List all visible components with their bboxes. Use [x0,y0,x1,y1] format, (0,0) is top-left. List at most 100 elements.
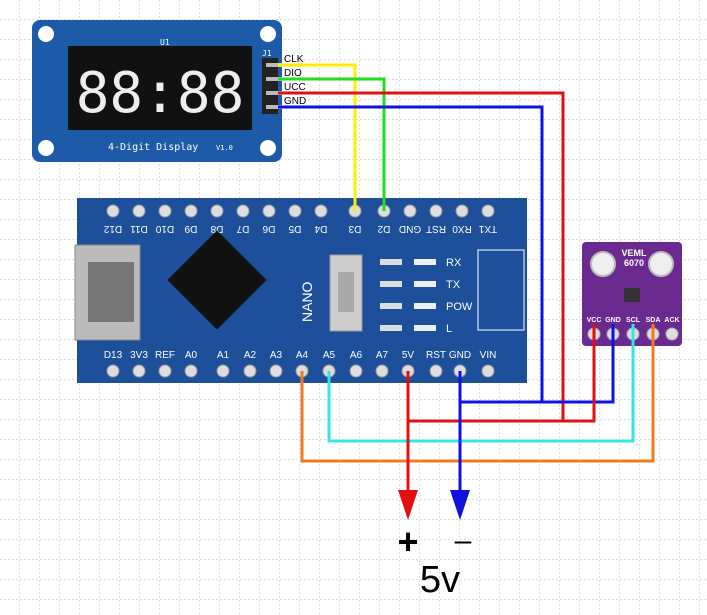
nano-top-pin-label: D6 [262,223,275,234]
display-window [68,46,252,130]
led-label: RX [446,257,462,269]
display-digits: 88:88 [76,61,245,126]
wire-display-vcc [278,91,565,421]
display-pin [266,91,282,95]
nano-bottom-pin-label: 3V3 [130,350,148,361]
display-pin-label: UCC [284,82,306,93]
sensor-model: 6070 [624,258,644,268]
nano-top-pin [184,204,198,218]
led-label: POW [446,301,473,313]
nano-bottom-pin [132,364,146,378]
nano-top-pin-label: D9 [184,223,197,234]
led-label: TX [446,279,461,291]
sensor-pin-label: VCC [587,317,602,324]
display-pin [266,63,282,67]
display-connector-label: J1 [262,49,272,58]
wire-sda [300,324,655,463]
nano-top-pin-label: D11 [130,223,148,234]
nano-bottom-pin [158,364,172,378]
wire-dio [278,77,386,211]
nano-bottom-pin-label: 5V [402,350,415,361]
microcontroller-chip [167,230,267,330]
led-rx [414,259,436,265]
display-pin-label: DIO [284,68,302,79]
nano-top-pin-label: D10 [155,223,174,234]
nano-bottom-pin-label: VIN [480,350,497,361]
nano-bottom-pin-label: A4 [296,350,309,361]
nano-top-pin [210,204,224,218]
nano-bottom-pin-label: D13 [104,350,123,361]
sensor-pin [665,327,679,341]
nano-bottom-pin [269,364,283,378]
arrow-minus-icon [450,490,470,520]
nano-bottom-pin [429,364,443,378]
nano-top-pin [288,204,302,218]
nano-top-pin [262,204,276,218]
nano-bottom-pin-label: GND [449,350,471,361]
led-pow [414,303,436,309]
nano-bottom-pin-label: A7 [376,350,389,361]
wires [278,63,655,492]
wire-clk [278,63,357,211]
led-l [414,325,436,331]
nano-bottom-pin [184,364,198,378]
display-ref: U1 [160,38,170,47]
nano-bottom-pin [375,364,389,378]
nano-top-pin [106,204,120,218]
nano-bottom-pin-label: REF [155,350,175,361]
plus-label: + [397,521,418,562]
nano-bottom-pin-label: A6 [350,350,363,361]
nano-top-pin [455,204,469,218]
resistor [380,303,402,309]
display-pin [266,77,282,81]
nano-top-pin-label: D8 [210,223,223,234]
led-tx [414,281,436,287]
resistor [380,259,402,265]
wire-sensor-gnd [460,324,615,404]
nano-bottom-pin [216,364,230,378]
nano-bottom-pin-label: A2 [244,350,257,361]
nano-top-pin [158,204,172,218]
resistor [380,325,402,331]
resistor [380,281,402,287]
display-caption: 4-Digit Display [108,142,198,153]
arrow-plus-icon [398,490,418,520]
nano-top-pin-label: TX1 [478,223,497,234]
led-label: L [446,323,452,335]
nano-top-pin-label: D4 [314,223,327,234]
wire-sensor-vcc [408,324,596,423]
display-pin-label: GND [284,96,306,107]
voltage-label: 5v [420,559,460,601]
sensor-pin-label: GND [605,317,621,324]
nano-bottom-pin-label: A5 [323,350,336,361]
wire-scl [327,324,635,443]
nano-top-pin-label: RX0 [452,223,472,234]
nano-top-pin [481,204,495,218]
nano-top-pin-label: D5 [288,223,301,234]
nano-bottom-pin-label: A0 [185,350,198,361]
nano-top-pin-label: RST [426,223,446,234]
sensor-name: VEML [621,248,647,258]
minus-label: – [455,524,472,557]
nano-top-pin [236,204,250,218]
nano-bottom-pin [243,364,257,378]
nano-top-pin [429,204,443,218]
sensor-pin-label: SCL [626,317,641,324]
display-pin [266,105,282,109]
nano-bottom-pin [349,364,363,378]
nano-top-pin-label: D12 [103,223,122,234]
nano-bottom-pin [481,364,495,378]
nano-bottom-pin-label: RST [426,350,446,361]
display-pin-label: CLK [284,54,304,65]
nano-label: NANO [299,281,315,322]
nano-top-pin [403,204,417,218]
display-version: V1.0 [216,144,233,152]
nano-bottom-pin-label: A1 [217,350,230,361]
nano-top-pin [132,204,146,218]
sensor-pin-label: ACK [664,317,679,324]
nano-top-pin-label: D3 [348,223,361,234]
nano-top-pin-label: D7 [236,223,249,234]
